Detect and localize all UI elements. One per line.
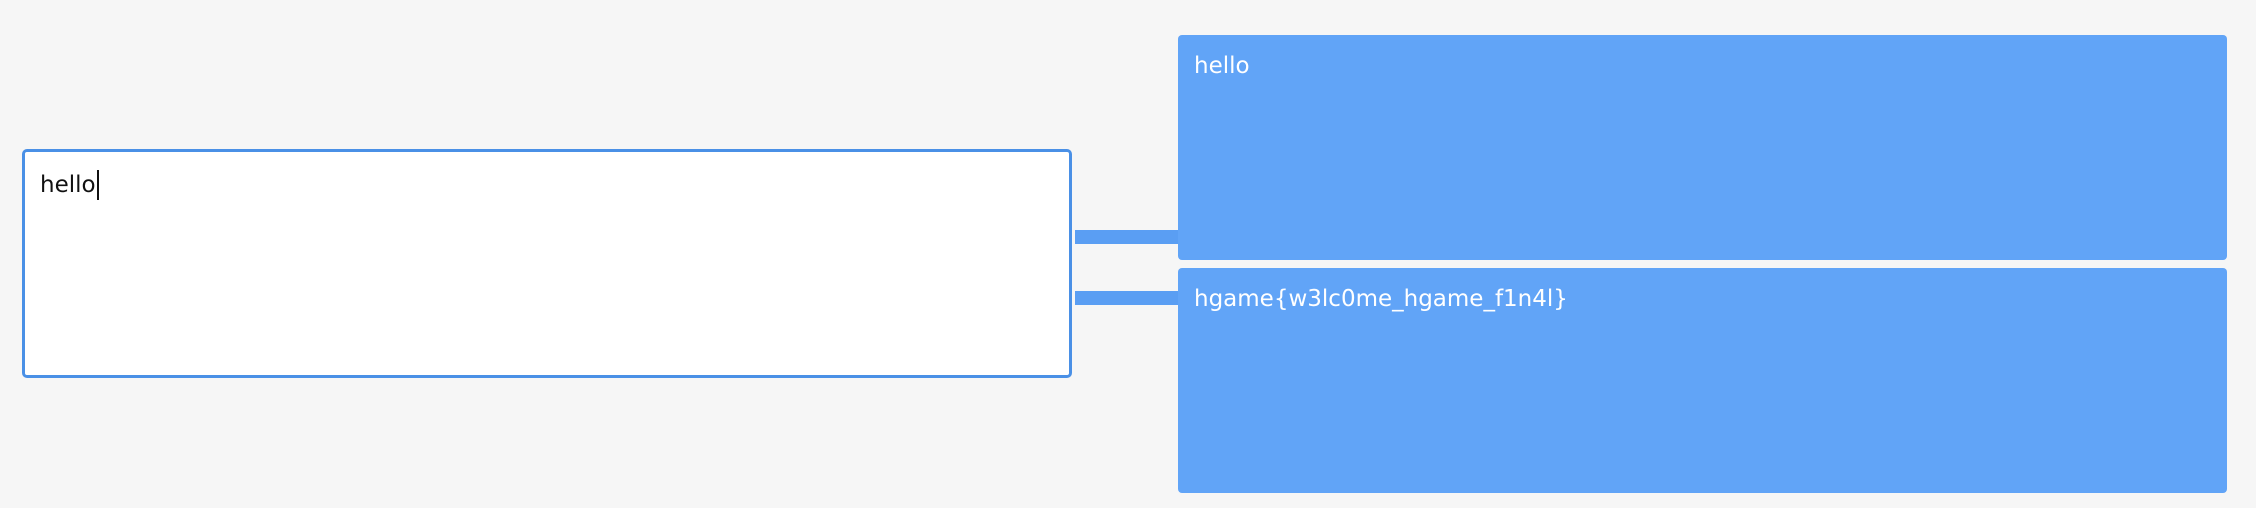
text-input[interactable]: hello [22,149,1072,378]
output-text-2: hgame{w3lc0me_hgame_f1n4l} [1194,286,1568,312]
output-panel-1: hello [1178,35,2227,260]
input-value: hello [40,172,96,198]
connector-line-bottom [1075,291,1178,305]
output-text-1: hello [1194,53,1250,79]
output-panel-2: hgame{w3lc0me_hgame_f1n4l} [1178,268,2227,493]
text-caret [96,170,99,200]
connector-line-top [1075,230,1178,244]
